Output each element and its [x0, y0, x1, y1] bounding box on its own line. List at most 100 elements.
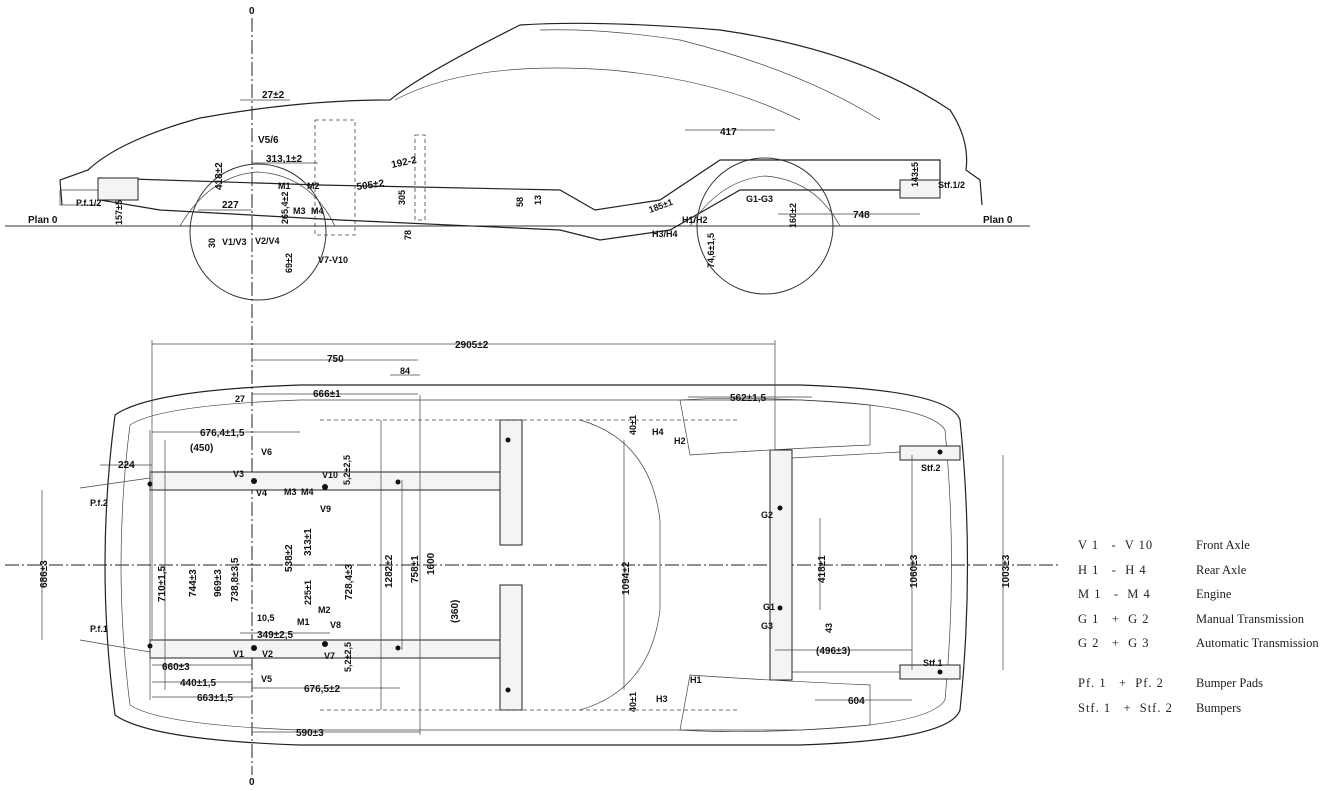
dim-1003: 1003±3 — [1001, 554, 1012, 588]
rear-cross-beam — [769, 449, 793, 681]
dim-349: 349±2,5 — [257, 630, 294, 641]
label-v10: V10 — [322, 470, 338, 480]
dim-758: 758±1 — [410, 555, 421, 583]
dim-225: 225±1 — [303, 580, 313, 605]
car-body-outline — [59, 22, 983, 206]
label-h4: H4 — [652, 427, 664, 437]
dim-666: 666±1 — [313, 389, 341, 400]
dim-160: 160±2 — [788, 203, 798, 228]
mount-points — [147, 437, 943, 693]
dim-748: 748 — [853, 210, 870, 221]
engine-outline — [314, 119, 356, 236]
label-v8: V8 — [330, 620, 341, 630]
dim-1600: 1600 — [426, 552, 437, 575]
dim-686: 686±3 — [39, 560, 50, 588]
dim-676b: 676,5±2 — [304, 684, 341, 695]
dim-663: 663±1,5 — [197, 693, 234, 704]
dim-74: 74,6±1,5 — [706, 233, 716, 268]
legend-code: M 1 - M 4 — [1078, 587, 1151, 601]
side-view: 0 Plan 0 Plan 0 27±2 V5/6 313,1±2 418±2 … — [5, 6, 1030, 775]
window-line — [394, 67, 801, 121]
dim-265: 265,4±2 — [280, 192, 290, 224]
dim-27-plan: 27 — [235, 394, 245, 404]
label-m4-side: M4 — [311, 206, 324, 216]
dim-590: 590±3 — [296, 728, 324, 739]
rear-bumper-rail-upper — [899, 445, 961, 461]
plan-body-outline — [104, 384, 969, 746]
label-v1: V1 — [233, 649, 244, 659]
label-g1: G1 — [763, 602, 775, 612]
legend-description: Bumper Pads — [1196, 676, 1264, 690]
label-stf1: Stf.1 — [923, 658, 943, 668]
dim-40b: 40±1 — [628, 692, 638, 712]
dim-69: 69±2 — [284, 253, 294, 273]
dim-78: 78 — [403, 230, 413, 240]
plan-0-right: Plan 0 — [983, 215, 1013, 226]
axis-zero-bottom: 0 — [249, 777, 255, 788]
label-h2: H2 — [674, 436, 686, 446]
legend-description: Automatic Transmission — [1196, 636, 1319, 650]
dim-738: 738,8±3,5 — [230, 557, 241, 602]
rear-wheel — [696, 157, 834, 295]
dim-450: (450) — [190, 443, 213, 454]
label-m1-plan: M1 — [297, 617, 310, 627]
legend-description: Rear Axle — [1196, 562, 1247, 577]
rear-beam — [899, 179, 941, 199]
label-m2-plan: M2 — [318, 605, 331, 615]
front-beam — [97, 177, 139, 201]
front-wheel — [189, 163, 327, 301]
legend-description: Bumpers — [1196, 700, 1242, 715]
label-m2-side: M2 — [307, 181, 320, 191]
label-v4: V4 — [256, 488, 267, 498]
front-wheel-arch — [179, 171, 336, 227]
centre-tunnel — [579, 419, 661, 711]
label-m3-side: M3 — [293, 206, 306, 216]
dim-192: 192-2 — [390, 155, 418, 171]
dim-313-plan: 313±1 — [303, 528, 314, 556]
dim-360: (360) — [450, 600, 461, 623]
dim-224: 224 — [118, 460, 135, 471]
cross-member-front-lower — [499, 584, 523, 711]
legend-code: G 1 + G 2 — [1078, 611, 1150, 626]
label-v7: V7 — [324, 651, 335, 661]
label-stf2: Stf.2 — [921, 463, 941, 473]
axis-zero-top: 0 — [249, 6, 255, 17]
label-pf2: P.f.2 — [90, 498, 108, 508]
dim-676a: 676,4±1,5 — [200, 428, 245, 439]
dim-52a: 5,2±2,5 — [342, 455, 352, 485]
label-g1g3: G1-G3 — [746, 194, 773, 204]
label-v3: V3 — [233, 469, 244, 479]
dim-440: 440±1,5 — [180, 678, 217, 689]
plan-0-left: Plan 0 — [28, 215, 58, 226]
legend-code: Stf. 1 + Stf. 2 — [1078, 700, 1173, 715]
label-pf1: P.f.1 — [90, 624, 108, 634]
label-h1h2: H1/H2 — [682, 215, 708, 225]
label-h3: H3 — [656, 694, 668, 704]
plan-view: 0 — [5, 340, 1060, 788]
label-v7v10: V7-V10 — [318, 255, 348, 265]
dim-40a: 40±1 — [628, 415, 638, 435]
label-g3: G3 — [761, 621, 773, 631]
dim-969: 969±3 — [213, 569, 224, 597]
legend-code: V 1 - V 10 — [1078, 538, 1154, 552]
dim-750: 750 — [327, 354, 344, 365]
dim-728: 728,4±3 — [344, 563, 355, 600]
rear-wheel-arch — [689, 175, 841, 227]
label-m1-side: M1 — [278, 181, 291, 191]
dim-417: 417 — [720, 127, 737, 138]
label-v9: V9 — [320, 504, 331, 514]
label-m4-plan: M4 — [301, 487, 314, 497]
legend-code: Pf. 1 + Pf. 2 — [1078, 676, 1164, 690]
label-v56: V5/6 — [258, 135, 279, 146]
rear-wheelhouse-lower — [679, 674, 871, 733]
label-h1: H1 — [690, 675, 702, 685]
legend-row: Pf. 1 + Pf. 2 Bumper Pads — [1078, 676, 1323, 701]
label-v1v3: V1/V3 — [222, 237, 247, 247]
dim-710: 710±1,5 — [157, 565, 168, 602]
dim-157: 157±5 — [114, 200, 124, 225]
dim-52b: 5,2±2,5 — [343, 642, 353, 672]
